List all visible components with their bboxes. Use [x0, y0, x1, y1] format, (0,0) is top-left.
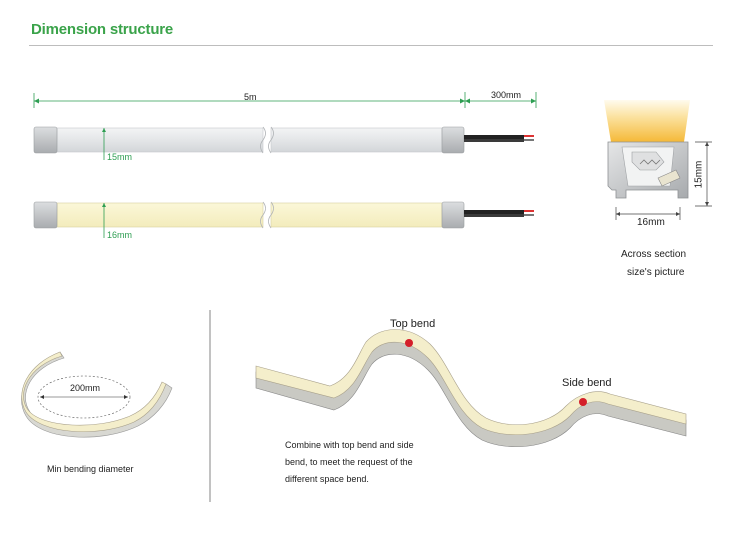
lead-length-label: 300mm [491, 90, 522, 100]
min-bend-caption: Min bending diameter [47, 464, 134, 474]
side-bend-label: Side bend [562, 377, 612, 389]
bend-desc-1: Combine with top bend and side [285, 440, 414, 450]
height-off-label: 15mm [107, 152, 133, 162]
cross-section-figure [604, 100, 712, 220]
bend-desc-2: bend, to meet the request of the [285, 457, 413, 467]
length-label: 5m [244, 92, 257, 102]
title-divider [29, 45, 713, 46]
bend-diameter-label: 200mm [70, 383, 101, 393]
top-bend-label: Top bend [390, 318, 436, 330]
section-width-label: 16mm [637, 217, 665, 228]
section-caption-2: size's picture [627, 267, 685, 278]
length-dimension [33, 92, 537, 108]
side-bend-marker [579, 398, 587, 406]
page-title: Dimension structure [31, 21, 174, 38]
section-caption-1: Across section [621, 249, 687, 260]
strip-off [33, 126, 534, 154]
height-on-label: 16mm [107, 230, 133, 240]
top-bend-marker [405, 339, 413, 347]
height-dimension-off [102, 128, 106, 160]
bend-desc-3: different space bend. [285, 474, 369, 484]
strip-on [33, 201, 534, 229]
combined-bend-figure [255, 329, 687, 448]
height-dimension-on [102, 203, 106, 238]
section-height-label: 15mm [693, 160, 705, 189]
min-bend-figure [21, 351, 173, 438]
